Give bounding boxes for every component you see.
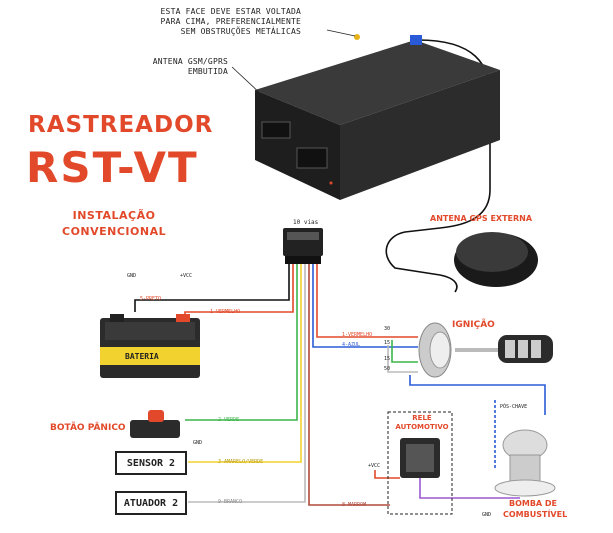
- battery: [100, 314, 200, 378]
- connector-10-vias: [283, 228, 323, 264]
- antenna-note-line-2: EMBUTIDA: [187, 67, 228, 76]
- actuator-2-box: ATUADOR 2: [115, 491, 187, 515]
- wire-amarelo: [188, 264, 302, 463]
- gps-antenna: [454, 232, 538, 287]
- tracker-device: [231, 29, 500, 200]
- battery-vcc-label: +VCC: [180, 273, 193, 279]
- fuel-pump: [494, 429, 556, 497]
- fuel-pump-label-line-1: BOMBA DE: [508, 499, 558, 508]
- relay: [400, 438, 440, 478]
- wire-verde: [185, 264, 298, 421]
- pump-gnd-label: GND: [482, 512, 492, 518]
- wire-label-amarelo: 3-AMARELO/VERDE: [218, 459, 264, 465]
- face-note-line-1: ESTA FACE DEVE ESTAR VOLTADA: [160, 7, 301, 16]
- terminal-15b: 15: [384, 356, 391, 362]
- ignition-switch: [418, 322, 553, 378]
- wire-label-preto: 5-PRETO: [140, 296, 162, 302]
- relay-box: [387, 411, 453, 515]
- wire-preto: [134, 264, 290, 312]
- face-note-line-2: PARA CIMA, PREFERENCIALMENTE: [160, 17, 301, 26]
- relay-label-line-2: AUTOMOTIVO: [395, 423, 449, 431]
- wire-label-vermelho-ign: 1-VERMELHO: [342, 332, 373, 338]
- pos-chave-label: PÓS-CHAVE: [500, 404, 528, 410]
- fuel-pump-label: BOMBA DE COMBUSTÍVEL: [503, 498, 568, 520]
- terminal-15a: 15: [384, 340, 391, 346]
- wire-branco: [188, 264, 306, 503]
- title-line-1: RASTREADOR: [28, 112, 214, 138]
- face-note-line-3: SEM OBSTRUÇÕES METÁLICAS: [180, 27, 301, 36]
- subtitle-line-1: INSTALAÇÃO: [72, 209, 156, 222]
- wire-vermelho-ign: [316, 264, 418, 338]
- ignition-label: IGNIÇÃO: [452, 320, 495, 330]
- wire-label-vermelho-batt: 1-VERMELHO: [210, 309, 241, 315]
- antenna-note: ANTENA GSM/GPRS EMBUTIDA: [153, 57, 228, 77]
- terminal-50: 50: [384, 366, 391, 372]
- battery-label: BATERIA: [125, 352, 159, 361]
- battery-gnd-label: GND: [127, 273, 137, 279]
- gps-antenna-label: ANTENA GPS EXTERNA: [430, 214, 533, 223]
- relay-vcc-label: +VCC: [368, 463, 381, 469]
- face-note: ESTA FACE DEVE ESTAR VOLTADA PARA CIMA, …: [161, 7, 301, 37]
- gps-cable: [385, 39, 492, 293]
- actuator-2-label: ATUADOR 2: [123, 497, 179, 509]
- subtitle: INSTALAÇÃO CONVENCIONAL: [62, 208, 166, 240]
- relay-label: RELÉ AUTOMOTIVO: [392, 414, 452, 432]
- wire-marrom: [308, 264, 390, 506]
- relay-label-line-1: RELÉ: [412, 414, 432, 422]
- fuel-pump-label-line-2: COMBUSTÍVEL: [503, 510, 568, 519]
- title-line-2: RST-VT: [26, 143, 199, 192]
- sensor-2-box: SENSOR 2: [115, 451, 187, 475]
- panic-label: BOTÃO PÂNICO: [50, 423, 126, 433]
- wire-label-branco: 9-BRANCO: [218, 499, 243, 505]
- wire-pos-chave: [409, 375, 546, 415]
- terminal-30: 30: [384, 326, 391, 332]
- wire-pump: [419, 478, 520, 499]
- wire-label-verde: 2-VERDE: [218, 417, 240, 423]
- antenna-note-line-1: ANTENA GSM/GPRS: [152, 57, 228, 66]
- wire-label-marrom: 8-MARROM: [342, 502, 367, 508]
- wire-label-azul: 4-AZUL: [342, 342, 361, 348]
- sensor-2-label: SENSOR 2: [126, 457, 176, 469]
- subtitle-line-2: CONVENCIONAL: [62, 225, 167, 238]
- connector-label: 10 vias: [293, 219, 319, 226]
- panic-gnd-label: GND: [193, 440, 203, 446]
- panic-button: [130, 410, 180, 438]
- wire-azul: [312, 264, 418, 348]
